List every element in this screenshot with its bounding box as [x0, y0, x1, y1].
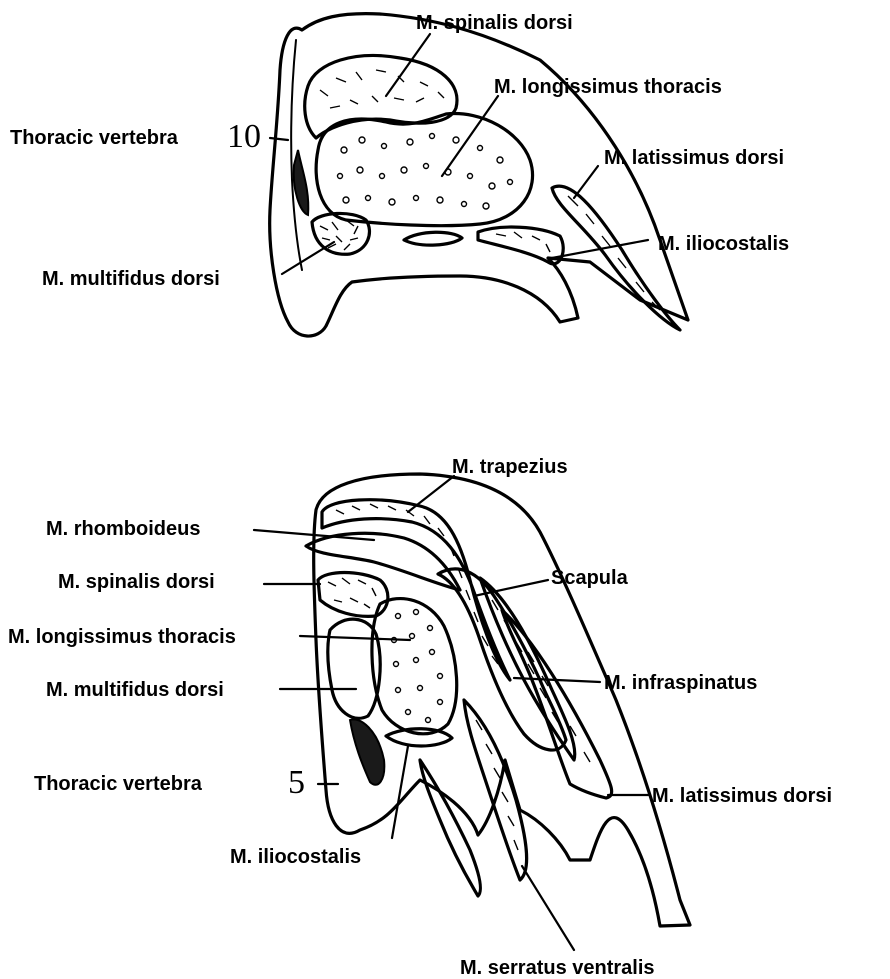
leader-top-longissimus [442, 96, 498, 176]
leader-top-multifidus [282, 242, 334, 274]
bottom-labels: M. trapezius M. rhomboideus M. spinalis … [8, 456, 832, 979]
label-bottom-infraspinatus: M. infraspinatus [604, 672, 757, 694]
top-cross-section [270, 14, 688, 336]
bottom-body-outline [314, 474, 690, 926]
leader-bottom-iliocostalis [392, 746, 408, 838]
label-top-vertebra-number: 10 [227, 118, 261, 155]
label-bottom-scapula: Scapula [551, 567, 629, 589]
top-small-muscle [404, 232, 462, 245]
label-bottom-rhomboideus: M. rhomboideus [46, 518, 200, 540]
label-bottom-spinalis: M. spinalis dorsi [58, 571, 215, 593]
label-bottom-serratus: M. serratus ventralis [460, 957, 655, 979]
top-spinalis-muscle [305, 56, 457, 138]
label-bottom-latissimus: M. latissimus dorsi [652, 785, 832, 807]
top-labels: M. spinalis dorsi M. longissimus thoraci… [10, 12, 789, 290]
label-top-latissimus: M. latissimus dorsi [604, 147, 784, 169]
top-vertebra-dark [294, 150, 309, 215]
leader-top-latissimus [574, 166, 598, 198]
label-top-vertebra: Thoracic vertebra [10, 127, 179, 149]
leader-bottom-serratus [522, 866, 574, 950]
label-top-iliocostalis: M. iliocostalis [658, 233, 789, 255]
bottom-cross-section [306, 474, 690, 926]
label-bottom-vertebra: Thoracic vertebra [34, 773, 203, 795]
bottom-iliocostalis-muscle [386, 729, 452, 746]
leader-top-iliocostalis [552, 240, 648, 258]
label-bottom-vertebra-number: 5 [288, 764, 305, 801]
top-latissimus-muscle [552, 186, 680, 330]
label-top-multifidus: M. multifidus dorsi [42, 268, 220, 290]
bottom-longissimus-muscle [372, 599, 457, 734]
label-bottom-iliocostalis: M. iliocostalis [230, 846, 361, 868]
leader-top-vertebra [270, 138, 288, 140]
label-bottom-multifidus: M. multifidus dorsi [46, 679, 224, 701]
label-bottom-longissimus: M. longissimus thoracis [8, 626, 236, 648]
bottom-trapezius-muscle [322, 500, 510, 680]
bottom-rib-left [420, 760, 480, 896]
label-top-longissimus: M. longissimus thoracis [494, 76, 722, 98]
bottom-vertebra-dark [350, 719, 384, 784]
label-top-spinalis: M. spinalis dorsi [416, 12, 573, 34]
top-longissimus-muscle [316, 114, 532, 226]
leader-bottom-trapezius [408, 476, 454, 512]
label-bottom-trapezius: M. trapezius [452, 456, 568, 478]
